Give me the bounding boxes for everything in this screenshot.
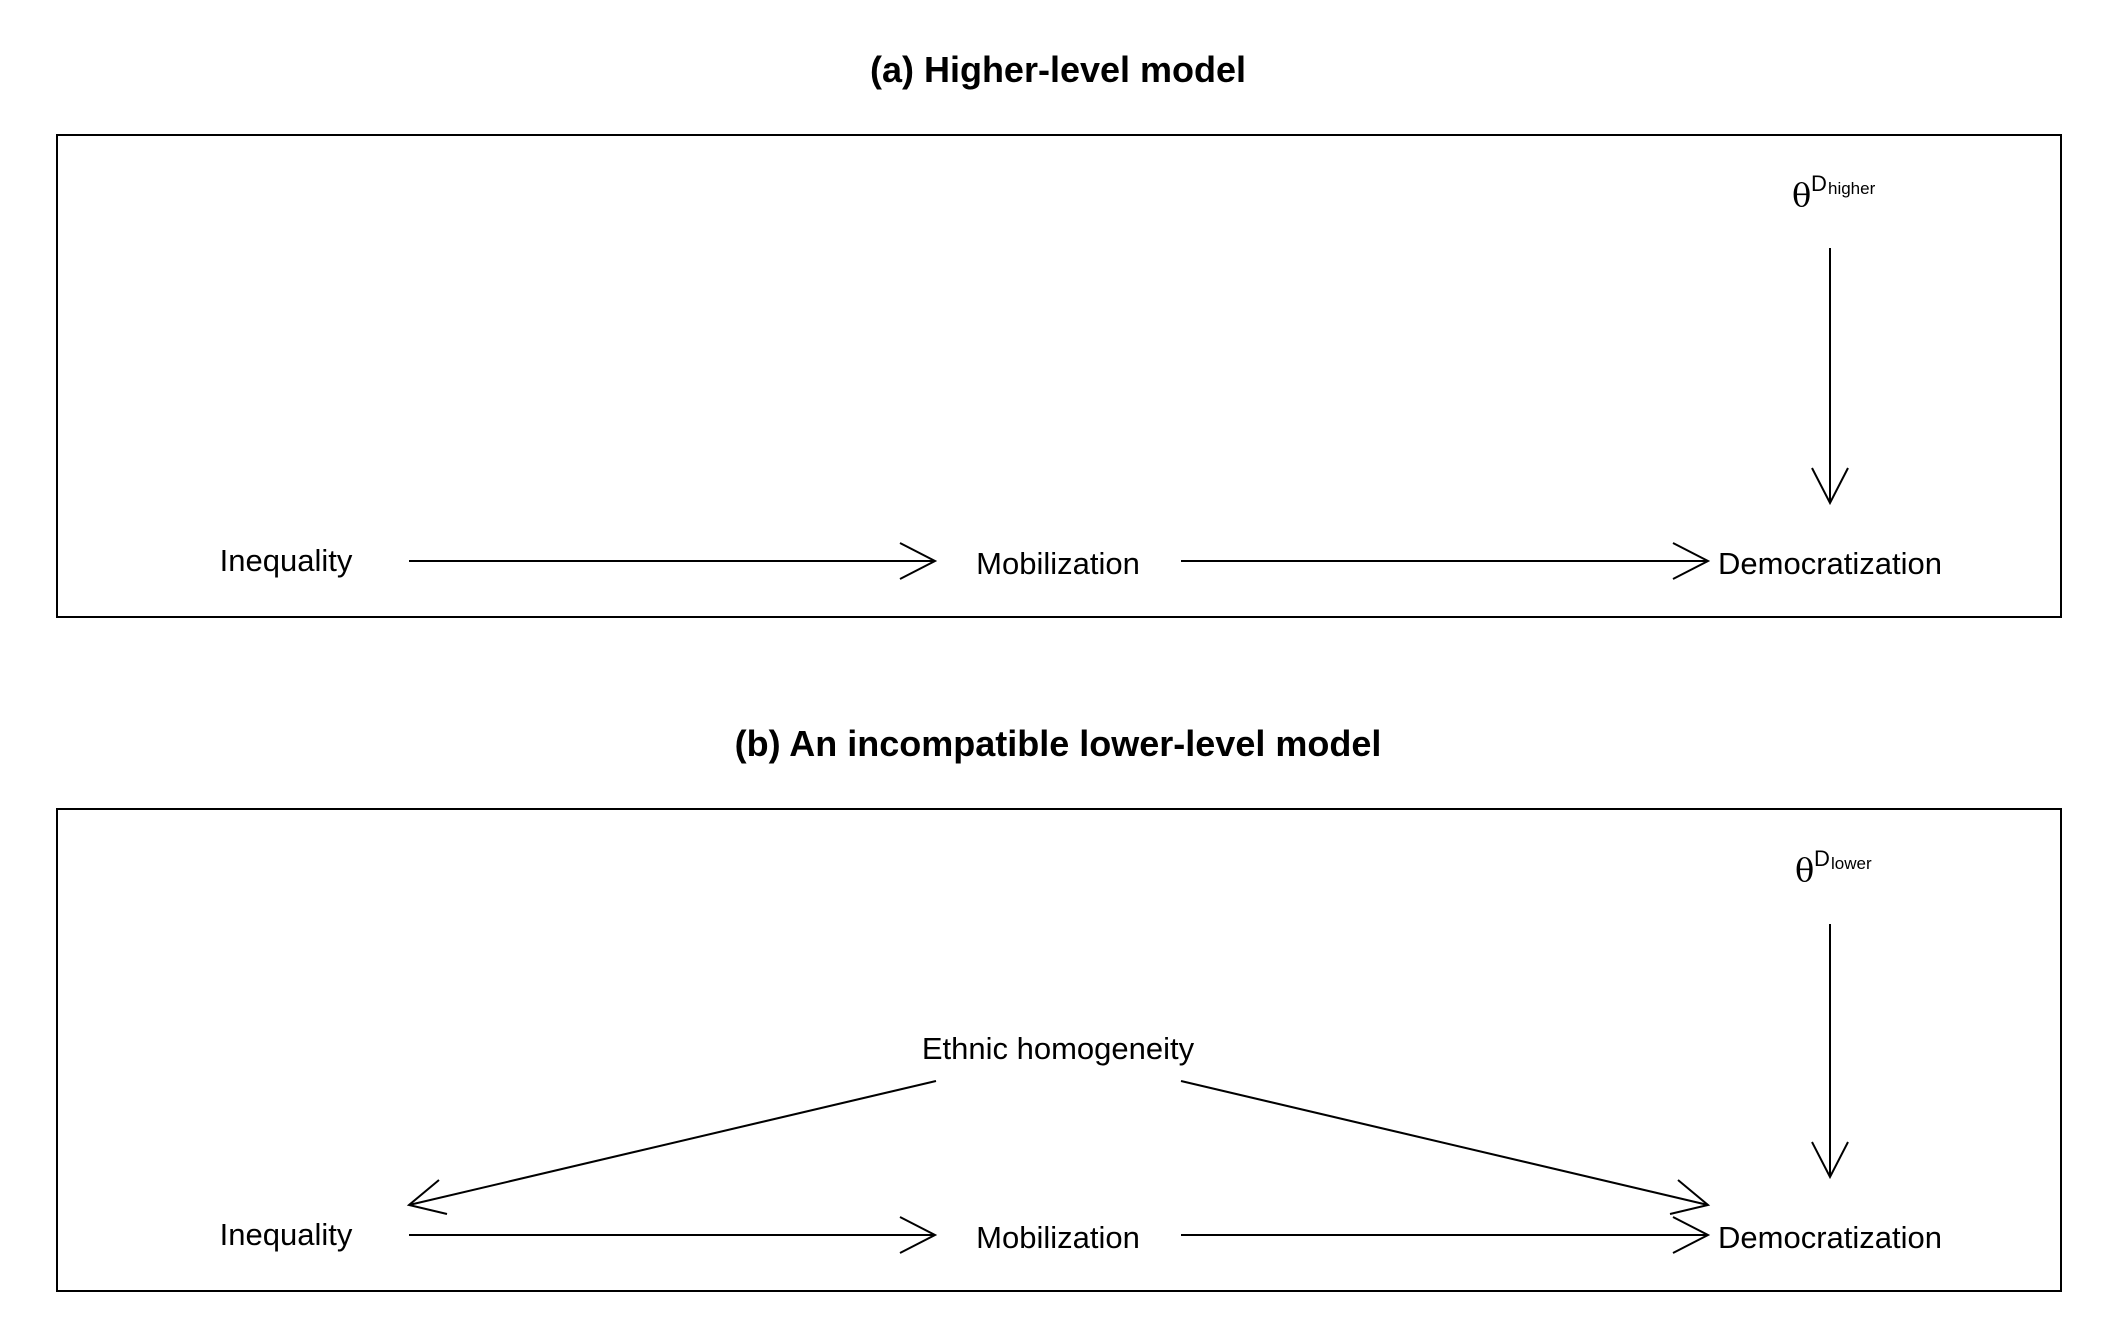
node-mobilization-b: Mobilization: [976, 1220, 1140, 1255]
panel-b-title: (b) An incompatible lower-level model: [735, 723, 1382, 764]
edge-inequality-mobilization-a: [409, 542, 938, 580]
panel-b: (b) An incompatible lower-level model Et…: [56, 723, 2062, 1292]
theta-symbol-b: θ: [1795, 851, 1814, 889]
node-inequality-a: Inequality: [220, 543, 353, 578]
node-democratization-b: Democratization: [1718, 1220, 1942, 1255]
theta-superscript-b: D: [1814, 846, 1830, 871]
panel-a: (a) Higher-level model Inequality Mobili…: [56, 49, 2062, 618]
edge-theta-democratization-b: [1811, 924, 1849, 1180]
node-mobilization-a: Mobilization: [976, 546, 1140, 581]
theta-higher-label: θ D higher: [1792, 171, 1876, 214]
theta-subscript-a: higher: [1828, 179, 1876, 198]
edge-mobilization-democratization-b: [1181, 1216, 1711, 1254]
edge-mobilization-democratization-a: [1181, 542, 1711, 580]
panel-a-frame: [56, 134, 2062, 618]
node-ethnic-homogeneity: Ethnic homogeneity: [922, 1031, 1195, 1066]
panel-a-title: (a) Higher-level model: [870, 49, 1246, 90]
edge-ethnic-democratization: [1180, 1080, 1711, 1215]
theta-lower-label: θ D lower: [1795, 846, 1872, 889]
theta-symbol-a: θ: [1792, 176, 1811, 214]
edge-inequality-mobilization-b: [409, 1216, 938, 1254]
panel-b-frame: [56, 808, 2062, 1292]
node-democratization-a: Democratization: [1718, 546, 1942, 581]
node-inequality-b: Inequality: [220, 1217, 353, 1252]
edge-theta-democratization-a: [1811, 248, 1849, 506]
theta-subscript-b: lower: [1831, 854, 1872, 873]
edge-ethnic-inequality: [406, 1080, 937, 1215]
theta-superscript-a: D: [1811, 171, 1827, 196]
